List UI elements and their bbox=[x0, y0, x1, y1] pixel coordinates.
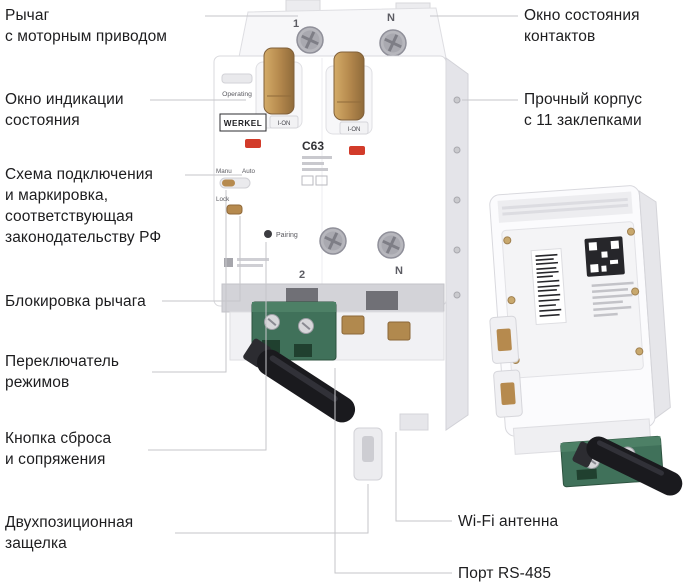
maker-mark bbox=[224, 258, 269, 267]
svg-text:C63: C63 bbox=[302, 139, 324, 153]
contact-state-window-1 bbox=[245, 139, 261, 148]
wifi-antenna-front bbox=[243, 338, 356, 423]
svg-text:Lock: Lock bbox=[216, 196, 230, 203]
terminal-screw-top-right bbox=[378, 28, 408, 58]
label-two-position-latch: Двухпозиционная защелка bbox=[5, 514, 134, 552]
leader-mode-switch bbox=[152, 190, 227, 373]
lever-lock: Lock bbox=[216, 196, 243, 215]
label-rs485-port: Порт RS-485 bbox=[458, 565, 552, 582]
label-rugged-housing: Прочный корпус с 11 заклепками bbox=[524, 91, 643, 129]
rear-label-text-lines bbox=[591, 281, 634, 317]
label-motor-lever: Рычаг с моторным приводом bbox=[5, 7, 168, 45]
pole-label-n-bottom: N bbox=[395, 265, 403, 277]
svg-text:Manu: Manu bbox=[216, 168, 232, 175]
housing-rivets-front bbox=[453, 96, 461, 299]
motor-lever-2 bbox=[325, 51, 373, 135]
label-mode-switch: Переключатель режимов bbox=[5, 353, 120, 391]
leader-two-position-latch bbox=[175, 484, 369, 534]
pole-label-n-top: N bbox=[387, 12, 395, 24]
qr-code bbox=[584, 236, 625, 277]
label-reset-pairing-button: Кнопка сброса и сопряжения bbox=[5, 430, 112, 468]
svg-text:Auto: Auto bbox=[242, 168, 255, 175]
leader-reset-pairing bbox=[148, 242, 267, 451]
label-contact-state-window: Окно состояния контактов bbox=[524, 7, 640, 45]
leader-wifi-antenna bbox=[395, 432, 452, 522]
front-side-panel bbox=[445, 57, 469, 431]
rear-side-panel bbox=[638, 190, 671, 420]
mode-switch: Manu Auto bbox=[216, 168, 255, 189]
pole-label-2: 2 bbox=[299, 269, 305, 281]
ion-window-1: I-ON bbox=[269, 115, 299, 129]
housing-rivets bbox=[503, 227, 644, 365]
leader-lines bbox=[148, 15, 518, 574]
brass-contact-blocks bbox=[341, 315, 411, 341]
label-wiring-diagram: Схема подключения и маркировка, соответс… bbox=[5, 166, 162, 246]
svg-text:Pairing: Pairing bbox=[276, 232, 298, 239]
bottom-tab-right bbox=[399, 413, 429, 431]
rating-markings: C63 bbox=[301, 139, 332, 186]
label-status-window: Окно индикации состояния bbox=[5, 91, 124, 129]
terminal-screw-bottom-right bbox=[376, 230, 406, 260]
rs485-port bbox=[251, 301, 337, 361]
wifi-antenna-rear bbox=[572, 436, 683, 496]
barcode-label bbox=[530, 248, 567, 326]
svg-text:Operating: Operating bbox=[222, 91, 252, 98]
status-indication-window: Operating bbox=[221, 73, 253, 98]
terminal-screw-top-left bbox=[295, 25, 325, 55]
svg-text:I-ON: I-ON bbox=[348, 127, 361, 133]
rear-din-rail-area bbox=[497, 191, 633, 223]
svg-text:WERKEL: WERKEL bbox=[224, 119, 262, 128]
two-position-latch bbox=[353, 427, 383, 481]
leader-rs485-port bbox=[334, 368, 452, 574]
breaker-front-view: 1 N I-ON I-ON bbox=[213, 0, 469, 481]
breaker-rear-view bbox=[489, 185, 683, 496]
contact-state-window-2 bbox=[349, 146, 365, 155]
label-lever-lock: Блокировка рычага bbox=[5, 293, 146, 310]
leader-lever-lock bbox=[162, 216, 241, 302]
terminal-screw-bottom-left bbox=[318, 226, 348, 256]
pairing-reset-button: Pairing bbox=[264, 230, 298, 239]
ion-window-2: I-ON bbox=[339, 121, 369, 135]
brand-logo: WERKEL bbox=[219, 113, 267, 132]
side-latch-clamps bbox=[489, 315, 523, 418]
pole-label-1: 1 bbox=[293, 18, 299, 30]
label-wifi-antenna: Wi-Fi антенна bbox=[458, 513, 559, 530]
svg-text:I-ON: I-ON bbox=[278, 121, 291, 127]
